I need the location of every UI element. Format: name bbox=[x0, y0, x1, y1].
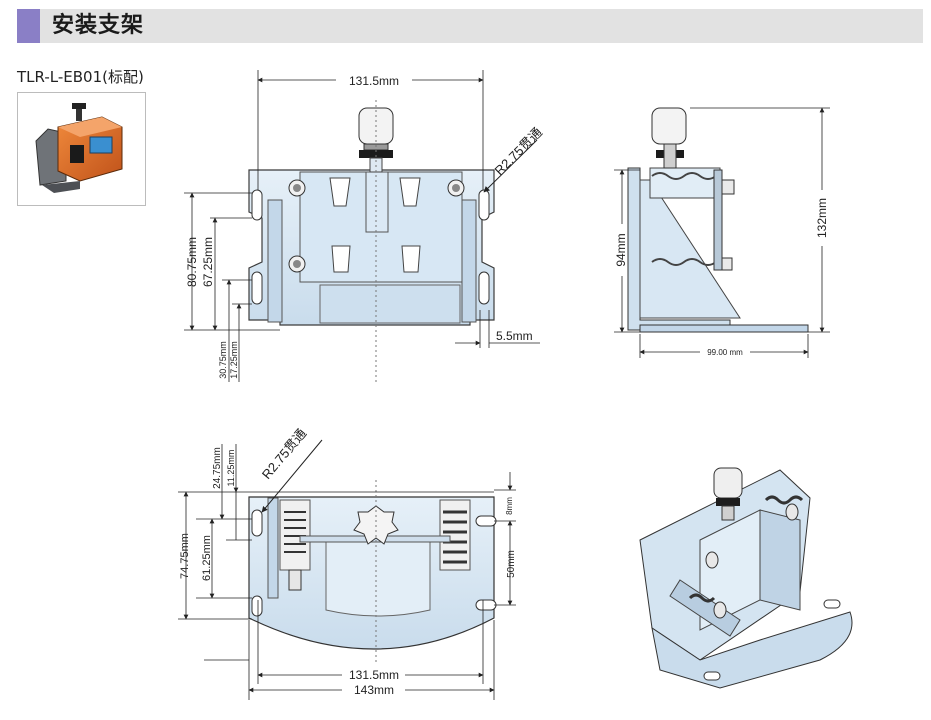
side-depth-label: 99.00 mm bbox=[707, 348, 743, 357]
side-knob bbox=[651, 107, 687, 145]
bottom-v5-label: 8mm bbox=[505, 497, 514, 515]
bottom-rail bbox=[267, 497, 279, 599]
iso-base bbox=[651, 611, 853, 689]
side-foot bbox=[639, 324, 809, 333]
bottom-w2-label: 143mm bbox=[354, 683, 394, 697]
bottom-v4-label: 61.25mm bbox=[201, 535, 213, 581]
iso-bolt bbox=[713, 601, 727, 619]
front-base-block bbox=[319, 284, 461, 324]
spring bbox=[443, 510, 467, 564]
iso-spring bbox=[688, 593, 716, 603]
cutout bbox=[329, 177, 351, 207]
side-knob-shaft bbox=[663, 143, 677, 169]
bottom-view: R2.75贯通 74.75mm 61.25mm 24.75mm 11.25mm … bbox=[178, 426, 517, 700]
front-h2-label: 67.25mm bbox=[201, 237, 215, 287]
model-label: TLR-L-EB01(标配) bbox=[17, 68, 144, 86]
iso-spring bbox=[764, 495, 804, 505]
cutout bbox=[399, 177, 421, 207]
slot bbox=[251, 509, 263, 537]
iso-slot bbox=[823, 599, 841, 609]
product-thumbnail bbox=[17, 92, 146, 206]
iso-knob-shaft bbox=[721, 505, 735, 521]
side-nut bbox=[721, 179, 735, 195]
front-h3-label: 30.75mm bbox=[218, 341, 228, 379]
front-h4-label: 17.25mm bbox=[229, 341, 239, 379]
product-image bbox=[35, 103, 123, 193]
bottom-v6-label: 50mm bbox=[506, 550, 517, 578]
iso-knob-nut bbox=[716, 498, 740, 506]
bottom-hole-label: R2.75贯通 bbox=[259, 426, 310, 482]
section-header: 安装支架 bbox=[17, 9, 923, 43]
spring bbox=[284, 511, 306, 553]
slot bbox=[475, 599, 497, 611]
side-mid-label: 94mm bbox=[614, 233, 628, 266]
slot bbox=[251, 595, 263, 617]
spring bbox=[651, 172, 717, 180]
iso-bolt bbox=[785, 503, 799, 521]
front-hole-label: R2.75贯通 bbox=[492, 125, 546, 179]
right-rail bbox=[461, 199, 477, 323]
side-height-label: 132mm bbox=[815, 198, 829, 238]
front-edge-label: 5.5mm bbox=[496, 329, 533, 343]
side-nut bbox=[721, 257, 733, 271]
bottom-window bbox=[325, 539, 431, 617]
slot bbox=[251, 271, 263, 305]
iso-knob bbox=[713, 467, 743, 499]
left-rail bbox=[267, 199, 283, 323]
cutout bbox=[331, 245, 351, 273]
slot bbox=[478, 271, 490, 305]
side-plate bbox=[713, 169, 723, 271]
iso-bolt bbox=[705, 551, 719, 569]
section-title: 安装支架 bbox=[52, 13, 145, 38]
slot bbox=[475, 515, 497, 527]
side-base bbox=[627, 167, 731, 331]
bottom-w1-label: 131.5mm bbox=[349, 668, 399, 682]
center-bracket bbox=[365, 171, 389, 233]
bottom-v3-label: 74.75mm bbox=[179, 533, 191, 579]
bottom-nut bbox=[288, 569, 302, 591]
iso-side bbox=[759, 509, 801, 611]
knob-nut bbox=[359, 150, 393, 158]
front-h1-label: 80.75mm bbox=[185, 237, 199, 287]
spring bbox=[651, 258, 717, 266]
isometric-view bbox=[639, 467, 853, 689]
cutout bbox=[401, 245, 421, 273]
bottom-v1-label: 24.75mm bbox=[212, 447, 223, 489]
slot bbox=[478, 189, 490, 221]
bolt-core bbox=[293, 260, 301, 268]
slot bbox=[251, 189, 263, 221]
side-gusset bbox=[639, 179, 741, 319]
bolt-core bbox=[452, 184, 460, 192]
front-width-label: 131.5mm bbox=[349, 74, 399, 88]
iso-slot bbox=[703, 671, 721, 681]
header-accent-bar bbox=[17, 9, 40, 43]
side-view: 132mm 94mm 99.00 mm bbox=[614, 107, 830, 358]
bolt-core bbox=[293, 184, 301, 192]
bottom-v2-label: 11.25mm bbox=[226, 450, 236, 487]
front-view: 131.5mm R2.75贯通 80.75mm 67.25mm 30.75mm … bbox=[184, 70, 545, 382]
